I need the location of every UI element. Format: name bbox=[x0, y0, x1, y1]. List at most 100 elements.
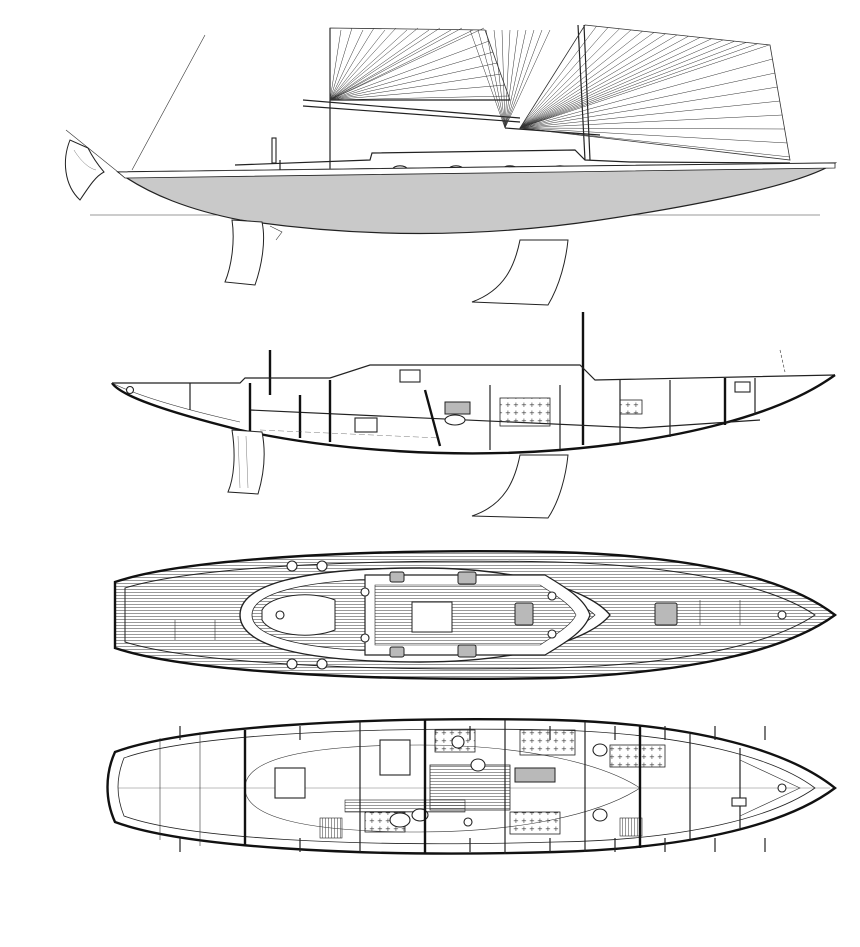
anchor-locker bbox=[734, 381, 751, 393]
winch bbox=[547, 591, 557, 601]
sail-seam-line bbox=[329, 73, 502, 101]
sail-seam-line bbox=[519, 86, 778, 129]
galley-sink bbox=[470, 758, 486, 772]
corridor-sole bbox=[344, 799, 466, 813]
sheer-stripe bbox=[116, 162, 836, 179]
backstay bbox=[131, 34, 206, 171]
mizzen-sheet-rays bbox=[329, 27, 510, 101]
deckhouse-profile bbox=[234, 149, 791, 166]
stanchions bbox=[174, 600, 741, 640]
hatch bbox=[457, 644, 477, 658]
sail-seam-line bbox=[519, 32, 655, 129]
cabin-sole bbox=[249, 409, 761, 429]
accommodation-bulkheads bbox=[159, 720, 741, 854]
bow-fitting bbox=[777, 783, 787, 793]
sail-seam-line bbox=[519, 72, 776, 129]
keel bbox=[471, 239, 569, 306]
sail-plan-view bbox=[64, 24, 838, 306]
winch bbox=[316, 658, 328, 670]
forepeak-grate bbox=[619, 817, 643, 837]
winch bbox=[547, 629, 557, 639]
hatch bbox=[514, 602, 534, 626]
sail-seam-line bbox=[519, 34, 678, 129]
winch bbox=[286, 658, 298, 670]
forehatch bbox=[654, 602, 678, 626]
sail-seam-line bbox=[519, 127, 786, 130]
sail-seam-line bbox=[519, 24, 586, 129]
galley-stove bbox=[451, 735, 465, 749]
sail-seam-line bbox=[329, 29, 342, 101]
sail-seam-line bbox=[519, 127, 791, 158]
sail-seam-line bbox=[504, 29, 551, 129]
sail-seam-line bbox=[329, 95, 510, 101]
sail-seam-line bbox=[519, 27, 609, 129]
sail-seam-line bbox=[329, 27, 441, 101]
companion-hatch bbox=[274, 767, 306, 799]
sail-seam-line bbox=[519, 114, 783, 129]
sail-seam-line bbox=[519, 100, 781, 129]
sail-seam-line bbox=[519, 31, 643, 129]
sail-seam-line bbox=[519, 28, 620, 129]
hull-section bbox=[111, 374, 836, 455]
head-bowl bbox=[444, 414, 466, 426]
main-sheet-rays bbox=[469, 24, 791, 158]
sail-seam-line bbox=[493, 29, 506, 129]
head-bowl bbox=[592, 808, 608, 822]
engine bbox=[354, 417, 378, 433]
hatch bbox=[389, 571, 405, 583]
keel-section bbox=[471, 454, 569, 519]
sail-seam-line bbox=[504, 29, 519, 129]
sail-seam-line bbox=[519, 36, 689, 129]
sail-seam-line bbox=[519, 42, 747, 129]
mizzen-boom bbox=[302, 99, 521, 119]
sail-seam-line bbox=[329, 29, 386, 101]
sail-seam-line bbox=[504, 29, 535, 129]
sail-seam-line bbox=[501, 29, 506, 129]
sail-seam-line bbox=[329, 40, 490, 101]
sail-seam-line bbox=[519, 41, 735, 129]
companionway bbox=[399, 369, 421, 383]
rudder bbox=[224, 219, 265, 286]
berth bbox=[619, 399, 643, 415]
galley-stove bbox=[444, 401, 471, 415]
sail-seam-line bbox=[329, 27, 463, 101]
sail-seam-line bbox=[329, 62, 498, 101]
saloon-settee bbox=[499, 397, 551, 427]
sail-seam-line bbox=[329, 84, 506, 101]
sail-seam-line bbox=[329, 27, 353, 101]
chain-locker bbox=[739, 759, 801, 817]
windlass bbox=[777, 610, 787, 620]
winch bbox=[360, 587, 370, 597]
head-bowl bbox=[389, 812, 411, 828]
sail-seam-line bbox=[519, 58, 773, 129]
sail-seam-line bbox=[485, 29, 506, 129]
engine-room-grate bbox=[319, 817, 343, 839]
sail-seam-line bbox=[519, 127, 788, 144]
sail-seam-line bbox=[519, 39, 724, 129]
rudder-section bbox=[227, 429, 265, 495]
sail-seam-line bbox=[519, 44, 770, 129]
sail-seam-line bbox=[504, 29, 527, 129]
hatch bbox=[457, 571, 477, 585]
settee-port bbox=[519, 729, 576, 756]
sail-seam-line bbox=[519, 26, 597, 129]
sail-seam-line bbox=[329, 29, 474, 101]
sail-seam-line bbox=[329, 29, 408, 101]
settee-starboard bbox=[509, 811, 561, 835]
sail-seam-line bbox=[329, 27, 485, 101]
sail-seam-line bbox=[329, 29, 452, 101]
deck-line bbox=[112, 364, 836, 384]
winch bbox=[360, 633, 370, 643]
sail-seam-line bbox=[329, 27, 397, 101]
sail-seam-line bbox=[519, 43, 758, 129]
accommodation-plan-view bbox=[106, 718, 837, 855]
main-mast bbox=[577, 24, 586, 161]
propshaft bbox=[259, 429, 441, 439]
forward-berth bbox=[609, 744, 666, 768]
winch bbox=[316, 560, 328, 572]
hatch bbox=[389, 646, 405, 658]
sail-seam-line bbox=[504, 29, 511, 129]
inboard-profile-view bbox=[111, 312, 836, 519]
